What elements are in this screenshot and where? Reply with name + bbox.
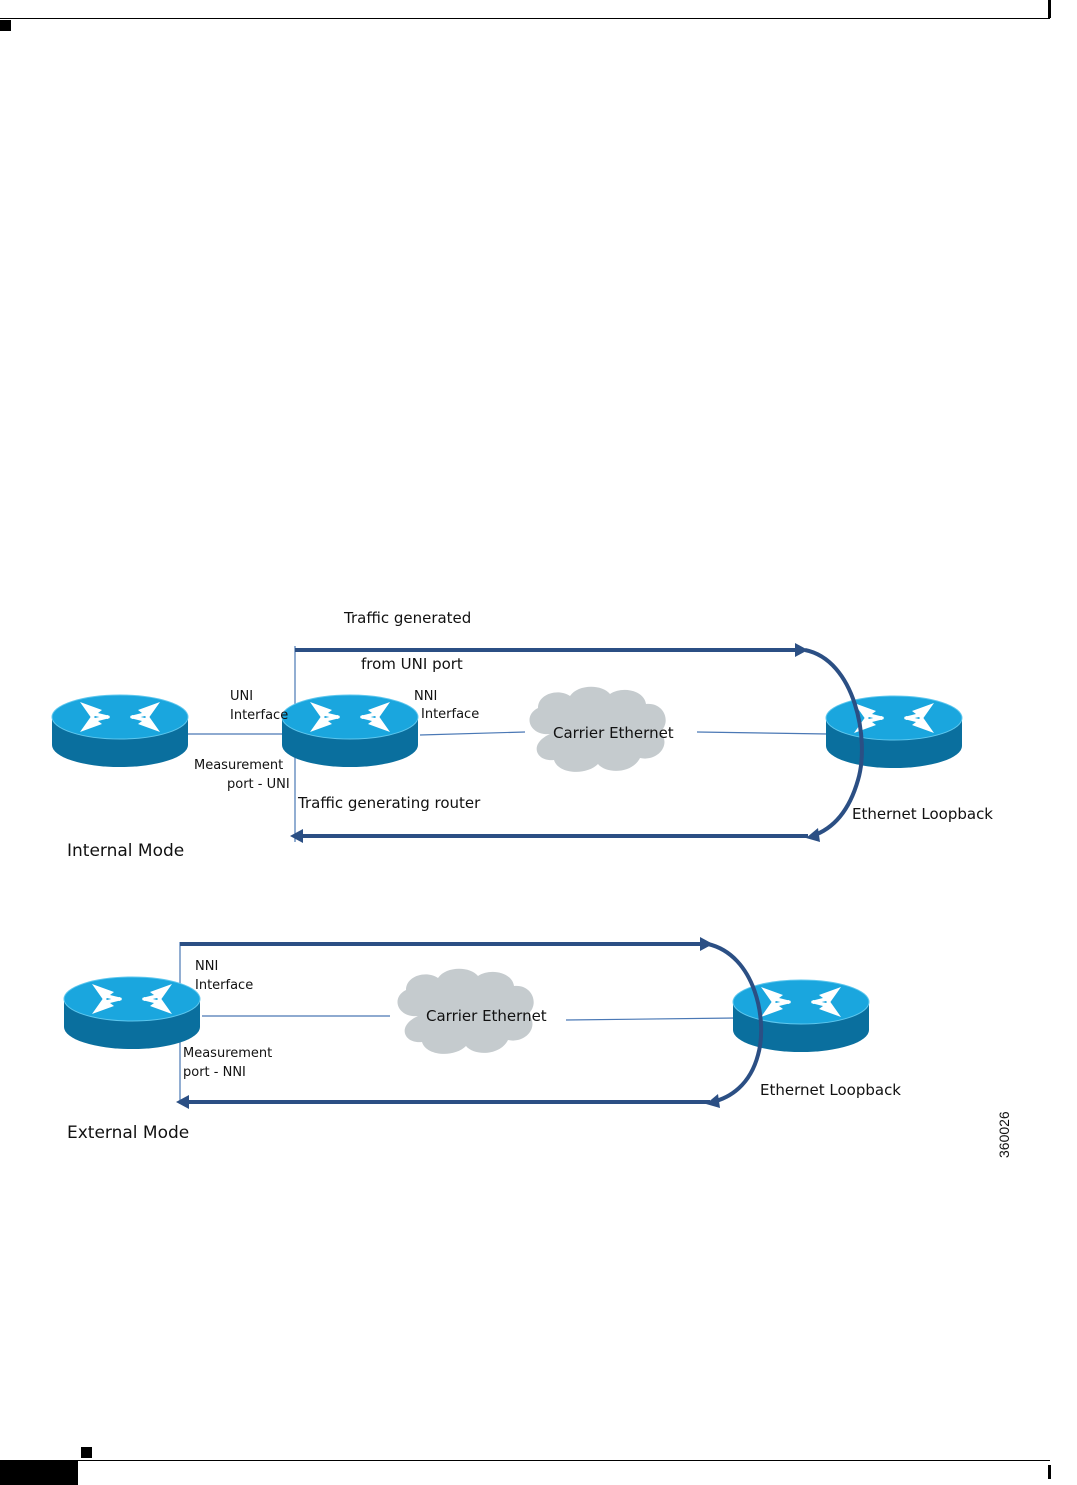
internal-traffic-generated-label: Traffic generated xyxy=(344,609,472,627)
external-loopback-label: Ethernet Loopback xyxy=(760,1081,901,1099)
external-test-router-icon xyxy=(63,976,201,1050)
internal-customer-router-icon xyxy=(51,694,189,768)
external-loop-arc xyxy=(707,942,764,1104)
internal-mode-title: Internal Mode xyxy=(67,841,185,861)
bottom-left-mark xyxy=(81,1447,92,1458)
internal-traffic-router-icon xyxy=(281,694,419,768)
external-measurement-label-line1: Measurement xyxy=(183,1046,273,1061)
internal-loopback-label: Ethernet Loopback xyxy=(852,805,993,823)
internal-nni-label-line2: Interface xyxy=(421,707,480,722)
external-return-arrowhead xyxy=(176,1095,189,1109)
top-rule xyxy=(0,18,1050,19)
top-left-mark xyxy=(0,20,11,31)
external-loop-arrowhead xyxy=(706,1094,720,1108)
external-mode-title: External Mode xyxy=(67,1123,190,1143)
external-cloud-link xyxy=(565,1017,737,1021)
internal-cloud-link xyxy=(696,731,829,735)
bottom-right-mark xyxy=(1048,1465,1051,1479)
internal-loopback-router-icon xyxy=(825,695,963,769)
external-measurement-label-line2: port - NNI xyxy=(183,1065,246,1080)
internal-loop-arrowhead xyxy=(806,828,820,842)
figure-id: 360026 xyxy=(996,1111,1012,1158)
internal-nni-link xyxy=(419,731,526,736)
internal-return-arrowhead xyxy=(290,829,303,843)
external-mode-diagram xyxy=(63,937,870,1109)
external-nni-label-line1: NNI xyxy=(195,959,219,974)
external-nni-label-line2: Interface xyxy=(195,978,254,993)
bottom-rule xyxy=(78,1460,1050,1461)
internal-mode-diagram xyxy=(51,643,963,843)
internal-uni-label-line2: Interface xyxy=(230,708,289,723)
internal-nni-label-line1: NNI xyxy=(414,689,438,704)
internal-router-caption: Traffic generating router xyxy=(298,794,481,812)
internal-cloud-label: Carrier Ethernet xyxy=(553,724,674,742)
internal-from-port-label: from UNI port xyxy=(361,655,463,673)
bottom-left-block xyxy=(0,1460,78,1485)
external-forward-arrowhead xyxy=(700,937,713,951)
internal-loop-arc xyxy=(804,648,864,838)
internal-measurement-label-line1: Measurement xyxy=(194,758,284,773)
internal-forward-arrowhead xyxy=(795,643,808,657)
top-right-mark xyxy=(1048,0,1051,18)
external-cloud-label: Carrier Ethernet xyxy=(426,1007,547,1025)
internal-measurement-label-line2: port - UNI xyxy=(227,777,290,792)
internal-uni-label-line1: UNI xyxy=(230,689,254,704)
